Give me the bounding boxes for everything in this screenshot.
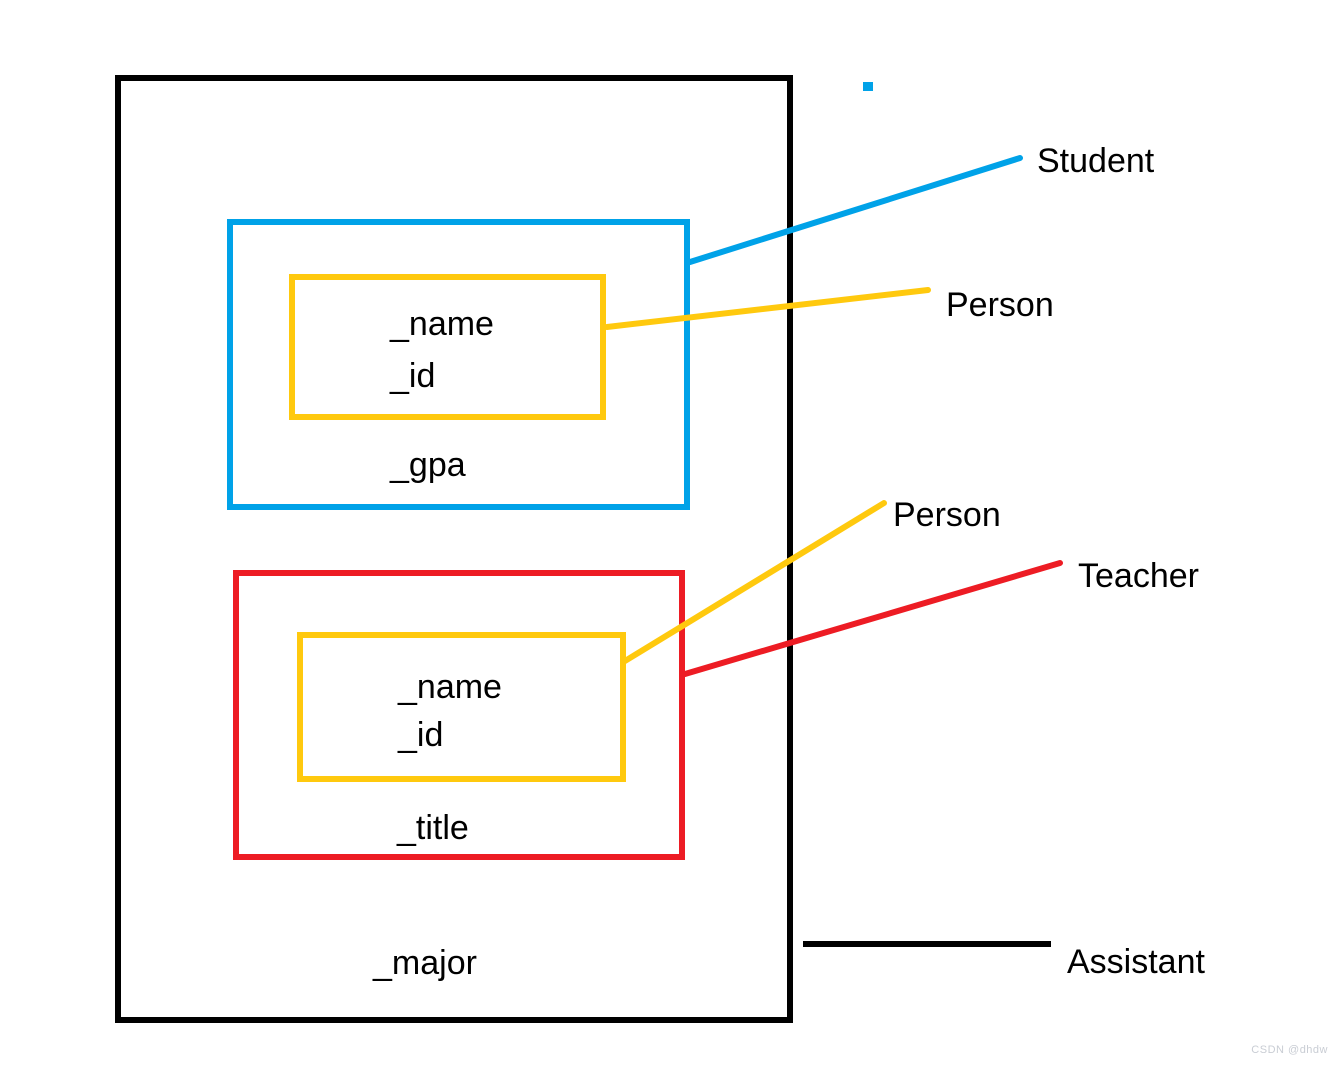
person-base-box-in-teacher — [297, 632, 626, 782]
member-label-id-teacher: _id — [398, 716, 444, 754]
person-base-box-in-student — [289, 274, 606, 420]
member-label-id-student: _id — [390, 357, 436, 395]
student-subobject-box — [227, 219, 690, 510]
member-label-major: _major — [373, 944, 477, 982]
class-label-student: Student — [1037, 142, 1155, 180]
member-label-gpa: _gpa — [390, 446, 466, 484]
teacher-subobject-box — [233, 570, 685, 860]
class-label-assistant: Assistant — [1067, 943, 1205, 981]
assistant-object-box — [115, 75, 793, 1023]
stray-paint-mark — [863, 82, 873, 91]
class-label-person-top: Person — [946, 286, 1054, 324]
member-label-name-teacher: _name — [398, 668, 502, 706]
class-label-teacher: Teacher — [1078, 557, 1199, 595]
class-label-person-bottom: Person — [893, 496, 1001, 534]
member-label-name-student: _name — [390, 305, 494, 343]
watermark: CSDN @dhdw — [1251, 1044, 1328, 1056]
member-label-title: _title — [397, 809, 469, 847]
